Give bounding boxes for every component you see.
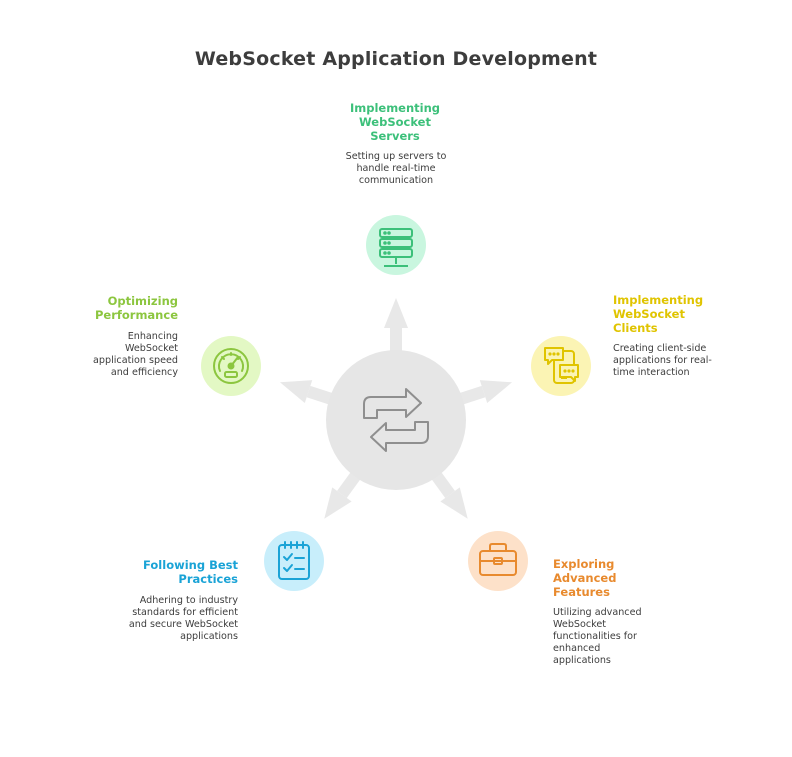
mobile-chat-icon: [544, 347, 579, 384]
performance-description: Enhancing WebSocket application speed an…: [93, 331, 178, 378]
advanced-title: Exploring Advanced Features: [553, 557, 617, 599]
speedometer-icon: [213, 348, 249, 384]
repeat-arrows-icon: [363, 388, 429, 452]
briefcase-icon: [479, 543, 517, 576]
advanced-description: Utilizing advanced WebSocket functionali…: [553, 607, 642, 666]
clients-description: Creating client-side applications for re…: [613, 343, 712, 378]
best-practices-node-circle: [264, 531, 324, 591]
servers-title: Implementing WebSocket Servers: [349, 101, 441, 143]
diagram-title: WebSocket Application Development: [194, 48, 598, 70]
server-icon: [379, 228, 413, 267]
center-hub: [326, 350, 466, 490]
clients-title: Implementing WebSocket Clients: [613, 293, 704, 335]
checklist-icon: [278, 541, 310, 580]
best-practices-title: Following Best Practices: [143, 558, 238, 586]
servers-description: Setting up servers to handle real-time c…: [345, 151, 447, 186]
best-practices-description: Adhering to industry standards for effic…: [128, 595, 238, 642]
performance-title: Optimizing Performance: [94, 294, 178, 322]
